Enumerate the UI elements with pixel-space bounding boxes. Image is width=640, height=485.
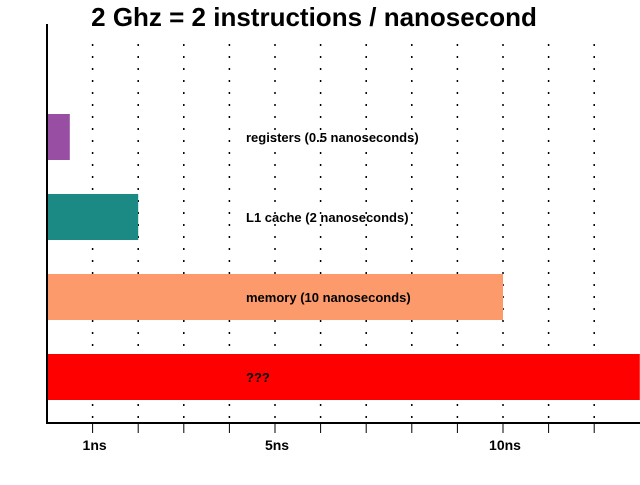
bar-label: memory (10 nanoseconds) (246, 290, 411, 305)
bar (47, 354, 640, 400)
bar (47, 274, 503, 320)
bar-label: L1 cache (2 nanoseconds) (246, 210, 409, 225)
chart-title: 2 Ghz = 2 instructions / nanosecond (91, 2, 537, 32)
bars (47, 114, 640, 400)
bar-label: registers (0.5 nanoseconds) (246, 130, 419, 145)
x-tick-label: 10ns (489, 437, 521, 453)
x-tick-label: 5ns (265, 437, 289, 453)
axes (46, 24, 640, 424)
bar-labels: registers (0.5 nanoseconds) L1 cache (2 n… (246, 130, 419, 385)
bar (47, 194, 139, 240)
bar-label: ??? (246, 370, 270, 385)
bar (47, 114, 70, 160)
x-tick-label: 1ns (83, 437, 107, 453)
x-ticks: 1ns 5ns 10ns (83, 423, 595, 453)
